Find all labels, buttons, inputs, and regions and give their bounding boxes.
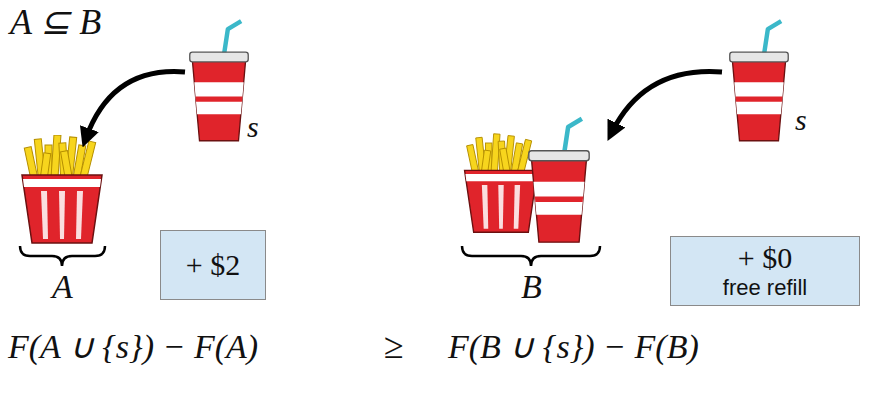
- curved-arrow: [612, 72, 722, 133]
- set-name: A: [52, 270, 73, 304]
- brace: [20, 246, 105, 266]
- set-name: B: [521, 270, 542, 304]
- soda-cup: [190, 21, 248, 141]
- price-box: + $2: [160, 230, 266, 300]
- subset-relation: A ⊆ B: [10, 4, 101, 40]
- price-text: + $2: [186, 250, 240, 280]
- curved-arrow: [86, 72, 185, 138]
- item-name: s: [247, 112, 259, 142]
- fries: [465, 134, 538, 233]
- brace: [462, 246, 600, 266]
- item-name: s: [795, 105, 807, 135]
- marginal-gain: F(B ∪ {s}) − F(B): [448, 330, 699, 364]
- soda-cup: [730, 21, 788, 141]
- note-text: free refill: [723, 277, 807, 299]
- marginal-gain: F(A ∪ {s}) − F(A): [8, 330, 258, 364]
- price-text: + $0: [738, 243, 792, 273]
- soda-cup: [529, 119, 589, 242]
- fries: [22, 135, 102, 243]
- price-box: + $0 free refill: [670, 236, 860, 306]
- inequality-sign: ≥: [384, 328, 404, 364]
